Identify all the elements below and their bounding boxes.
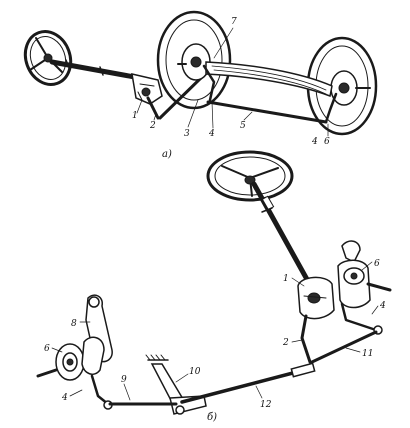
label-b-9: 9 — [121, 375, 127, 385]
label-a-6: 6 — [324, 137, 330, 147]
panel-b-steering-system: 1 6 4 2 11 8 6 4 9 10 12 б) — [36, 150, 392, 423]
pitman-arm-b — [300, 314, 312, 364]
knuckle-left-b — [36, 294, 113, 410]
steering-wheel-b — [206, 150, 294, 202]
label-b-11: 11 — [362, 349, 373, 359]
pendulum-arm-b — [145, 354, 207, 415]
label-b-2: 2 — [282, 338, 289, 348]
label-b-4: 4 — [379, 301, 386, 311]
label-a-1: 1 — [132, 111, 138, 121]
label-b-1: 1 — [283, 274, 289, 284]
pitman-arm-a — [146, 96, 160, 120]
steering-column-a — [49, 59, 143, 81]
label-b-6: 6 — [374, 259, 380, 269]
panel-a-steering-system: 1 2 3 4 5 7 4 6 а) — [23, 10, 378, 160]
knuckle-right-b — [337, 240, 392, 335]
label-b-8: 8 — [71, 319, 77, 329]
label-a-3: 3 — [184, 129, 190, 139]
steering-gearbox-a — [131, 73, 163, 105]
label-b-6-left: 6 — [44, 344, 50, 354]
steering-arm-left-a — [202, 64, 216, 102]
drag-link-a — [158, 72, 207, 120]
label-b-10: 10 — [189, 367, 201, 377]
label-a-5: 5 — [240, 121, 246, 131]
label-a-4: 4 — [208, 129, 215, 139]
steering-gearbox-b — [297, 276, 335, 320]
front-axle-a — [205, 61, 333, 98]
caption-b: б) — [207, 412, 217, 423]
label-a-2: 2 — [149, 121, 156, 131]
steering-column-b — [251, 181, 317, 295]
label-b-4-left: 4 — [61, 393, 68, 403]
steering-arm-right-a — [324, 92, 338, 124]
label-b-12: 12 — [260, 400, 272, 410]
link-rod-b — [310, 330, 378, 364]
center-link-b — [180, 362, 316, 404]
front-wheel-left-a — [156, 10, 232, 110]
label-a-4-right: 4 — [311, 137, 318, 147]
steering-wheel-a — [23, 30, 73, 86]
caption-a: а) — [162, 149, 172, 160]
label-a-7: 7 — [231, 17, 237, 27]
